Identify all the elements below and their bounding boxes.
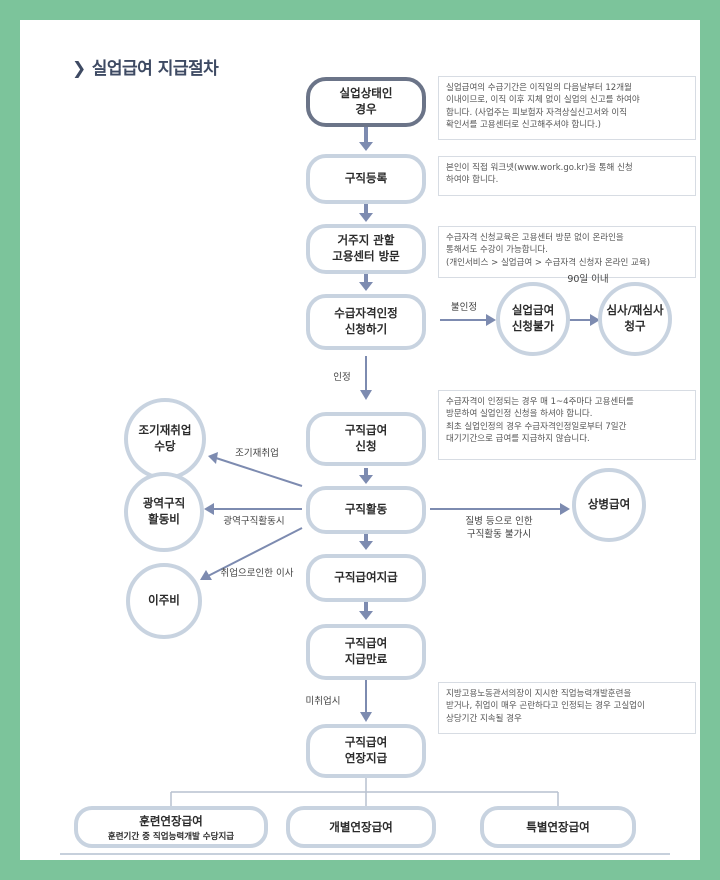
pill-special-label: 특별연장급여	[526, 820, 590, 834]
label-within-90-days: 90일 이내	[567, 274, 609, 285]
note-claim: 수급자격이 인정되는 경우 매 1~4주마다 고용센터를 방문하여 실업인정 신…	[438, 390, 696, 460]
note-register: 본인이 직접 워크넷(www.work.go.kr)을 통해 신청 하여야 합니…	[438, 156, 696, 196]
node-extension: 구직급여 연장지급	[306, 724, 426, 778]
flow-arrow-4	[359, 468, 373, 484]
pill-training-sub: 훈련기간 중 직업능력개발 수당지급	[107, 831, 235, 842]
flow-arrow-approved	[360, 356, 372, 400]
circle-early: 조기재취업 수당	[124, 398, 206, 480]
node-claim: 구직급여 신청	[306, 412, 426, 466]
arrow-to-early	[208, 452, 303, 487]
connector-layer	[60, 127, 670, 855]
pill-individual-label: 개별연장급여	[329, 820, 393, 834]
flow-arrow-5	[359, 534, 373, 550]
node-payment: 구직급여지급	[306, 554, 426, 602]
note-unemployed: 실업급여의 수급기간은 이직일의 다음날부터 12개월 이내이므로, 이직 이후…	[438, 76, 696, 140]
arrow-to-sick	[430, 503, 570, 515]
flow-arrow-2	[359, 204, 373, 222]
flow-arrow-1	[359, 127, 373, 151]
circle-regional: 광역구직 활동비	[124, 472, 204, 552]
circle-sick: 상병급여	[572, 468, 646, 542]
diagram-panel: ❯실업급여 지급절차	[20, 20, 700, 860]
node-end: 구직급여 지급만료	[306, 624, 426, 680]
note-extension: 지방고용노동관서의장이 지시한 직업능력개발훈련을 받거나, 취업이 매우 곤란…	[438, 682, 696, 734]
tree-connector	[170, 778, 559, 806]
label-moving: 취업으로인한 이사	[220, 568, 294, 579]
node-visit: 거주지 관할 고용센터 방문	[306, 224, 426, 274]
label-not-employed: 미취업시	[305, 696, 341, 707]
node-register: 구직등록	[306, 154, 426, 204]
label-regional-activity: 광역구직활동시	[223, 516, 285, 527]
pill-individual-extension: 개별연장급여	[286, 806, 436, 848]
note-visit: 수급자격 신청교육은 고용센터 방문 없이 온라인을 통해서도 수강이 가능합니…	[438, 226, 696, 278]
flow-arrow-3	[359, 274, 373, 291]
node-apply: 수급자격인정 신청하기	[306, 294, 426, 350]
label-sick-reason: 질병 등으로 인한 구직활동 불가시	[465, 516, 533, 540]
circle-review: 심사/재심사 청구	[598, 282, 672, 356]
page-title: ❯실업급여 지급절차	[72, 54, 219, 79]
node-activity: 구직활동	[306, 486, 426, 534]
flow-arrow-not-employed	[360, 680, 372, 722]
flow-arrow-6	[359, 602, 373, 620]
circle-ineligible: 실업급여 신청불가	[496, 282, 570, 356]
pill-training-extension: 훈련연장급여 훈련기간 중 직업능력개발 수당지급	[74, 806, 268, 848]
arrow-to-moving	[200, 527, 303, 580]
pill-special-extension: 특별연장급여	[480, 806, 636, 848]
arrow-to-review	[566, 314, 600, 326]
chevron-right-icon: ❯	[72, 59, 86, 79]
circle-moving: 이주비	[126, 563, 202, 639]
title-text: 실업급여 지급절차	[91, 59, 219, 79]
label-early-reemploy: 조기재취업	[235, 448, 279, 459]
pill-training-label: 훈련연장급여	[139, 813, 203, 828]
arrow-to-regional	[204, 503, 302, 515]
label-approved: 인정	[333, 372, 351, 383]
node-unemployed: 실업상태인 경우	[306, 77, 426, 127]
label-rejected: 불인정	[450, 302, 478, 313]
arrow-to-ineligible	[440, 314, 496, 326]
